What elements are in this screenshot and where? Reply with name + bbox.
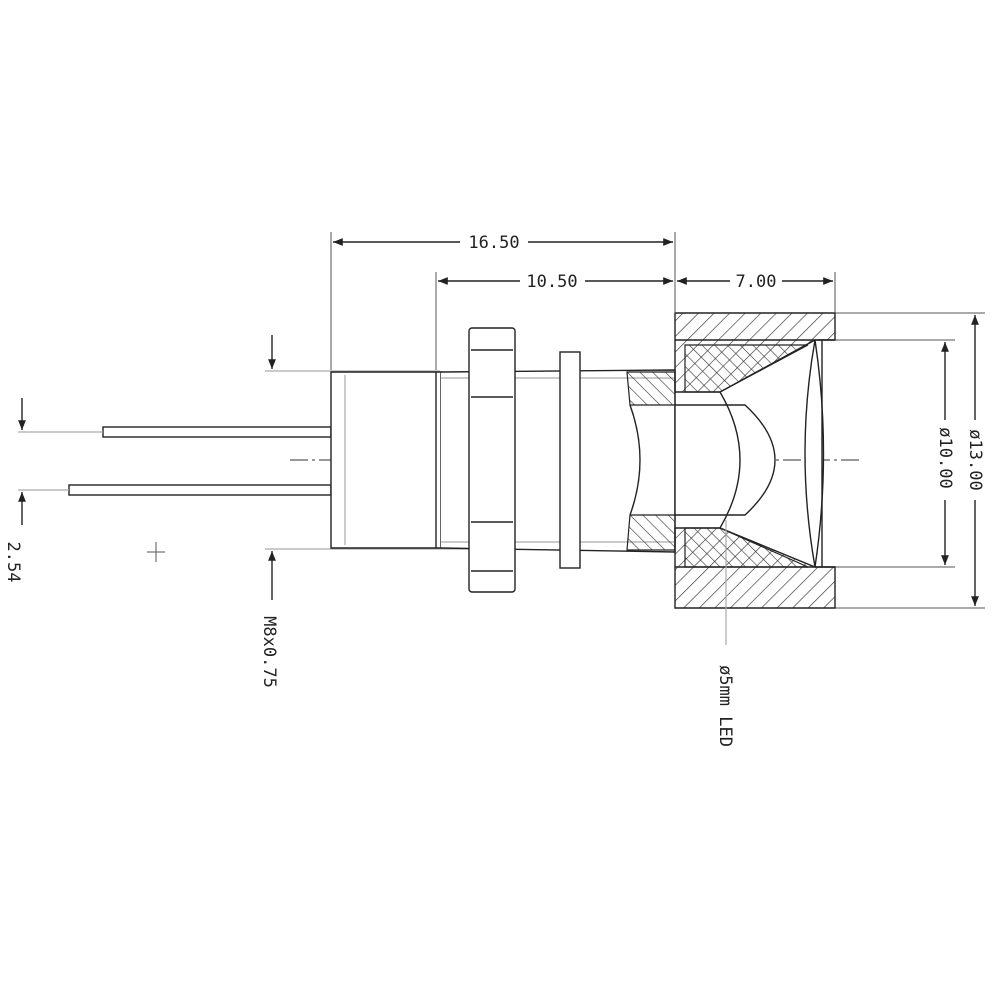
dim-thread-length-label: 10.50 — [526, 272, 577, 292]
led-seat — [626, 371, 676, 551]
cross-mark — [147, 542, 165, 562]
dim-pin-spacing: 2.54 — [3, 398, 103, 582]
led-callout: ø5mm LED — [715, 520, 735, 747]
washer — [559, 351, 581, 569]
dim-overall-length-label: 16.50 — [468, 233, 519, 253]
bezel-cap — [674, 312, 836, 609]
dim-outer-diameter-label: ø13.00 — [965, 429, 985, 490]
hex-nut — [468, 327, 516, 593]
led-dome — [674, 391, 776, 529]
dim-cap-length-label: 7.00 — [736, 272, 777, 292]
lens — [804, 339, 825, 568]
dim-overall-length: 16.50 — [330, 232, 676, 370]
dim-pin-spacing-label: 2.54 — [3, 542, 23, 583]
dim-thread-label: M8x0.75 — [259, 616, 279, 688]
dim-inner-diameter-label: ø10.00 — [935, 427, 955, 488]
dim-thread: M8x0.75 — [259, 335, 470, 688]
dim-inner-diameter: ø10.00 — [835, 339, 955, 568]
dim-cap-length: 7.00 — [677, 272, 836, 312]
led-leads — [68, 426, 332, 496]
led-callout-label: ø5mm LED — [715, 665, 735, 747]
dim-thread-length: 10.50 — [435, 272, 673, 370]
dim-outer-diameter: ø13.00 — [835, 312, 985, 609]
